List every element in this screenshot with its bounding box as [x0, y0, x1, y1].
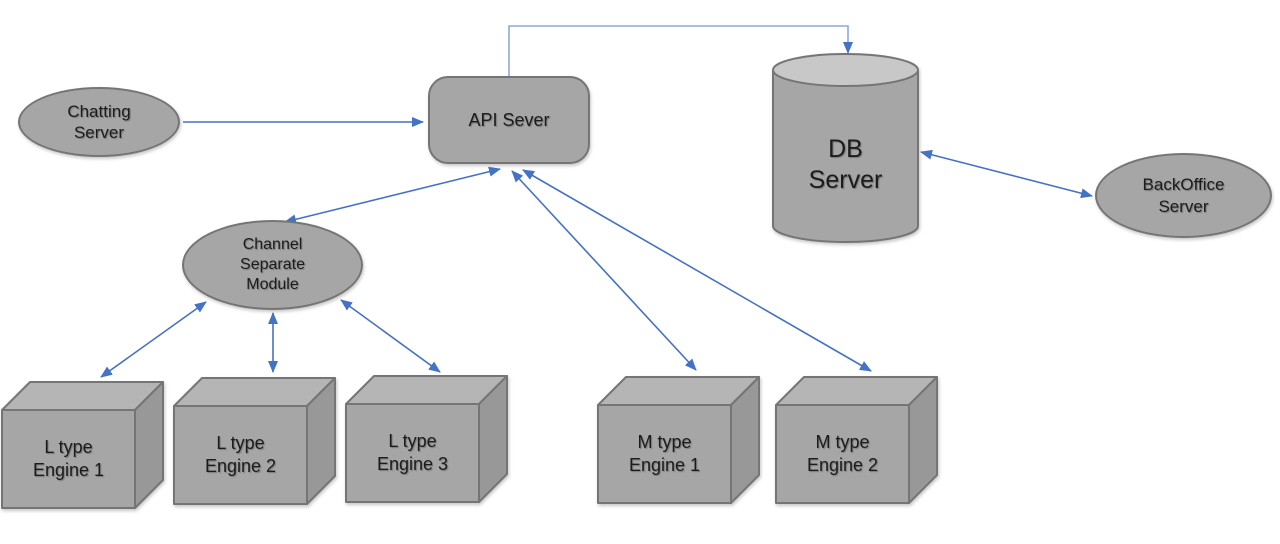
db-cylinder-body	[772, 70, 919, 243]
chatting-server-label-line2: Server	[73, 123, 125, 142]
db-server-cylinder	[772, 53, 919, 243]
db-cylinder-top	[772, 53, 919, 87]
edge-api-to-channel-module	[284, 166, 501, 225]
backoffice-server-node: BackOffice Server	[1095, 153, 1272, 238]
edge-channel-to-l-engine-3	[340, 299, 441, 373]
api-server-label: API Sever	[468, 109, 550, 130]
backoffice-server-label-line1: BackOffice	[1142, 175, 1225, 195]
l-type-engine-1-cube	[1, 381, 164, 509]
m-type-engine-1-cube	[597, 376, 760, 504]
channel-separate-module-node: Channel Separate Module	[182, 220, 363, 310]
l-type-engine-3-cube	[345, 375, 508, 503]
api-server-node: API Sever	[428, 76, 590, 164]
l-type-engine-2-cube	[173, 377, 336, 505]
chatting-server-label-line1: Chatting	[67, 101, 131, 121]
chatting-server-node: Chatting Server	[18, 87, 180, 157]
m-type-engine-2-cube	[775, 376, 938, 504]
edge-channel-to-l-engine-1	[100, 301, 207, 378]
channel-module-label-line2: Separate	[240, 256, 305, 273]
edge-api-to-m-engine-1	[511, 170, 697, 371]
edge-api-to-m-engine-2	[522, 169, 872, 372]
channel-module-label-line3: Module	[246, 276, 299, 293]
edge-api-to-db	[508, 25, 853, 77]
channel-module-label-line1: Channel	[242, 236, 303, 253]
edge-db-to-backoffice	[920, 149, 1093, 199]
backoffice-server-label-line2: Server	[1158, 196, 1209, 216]
